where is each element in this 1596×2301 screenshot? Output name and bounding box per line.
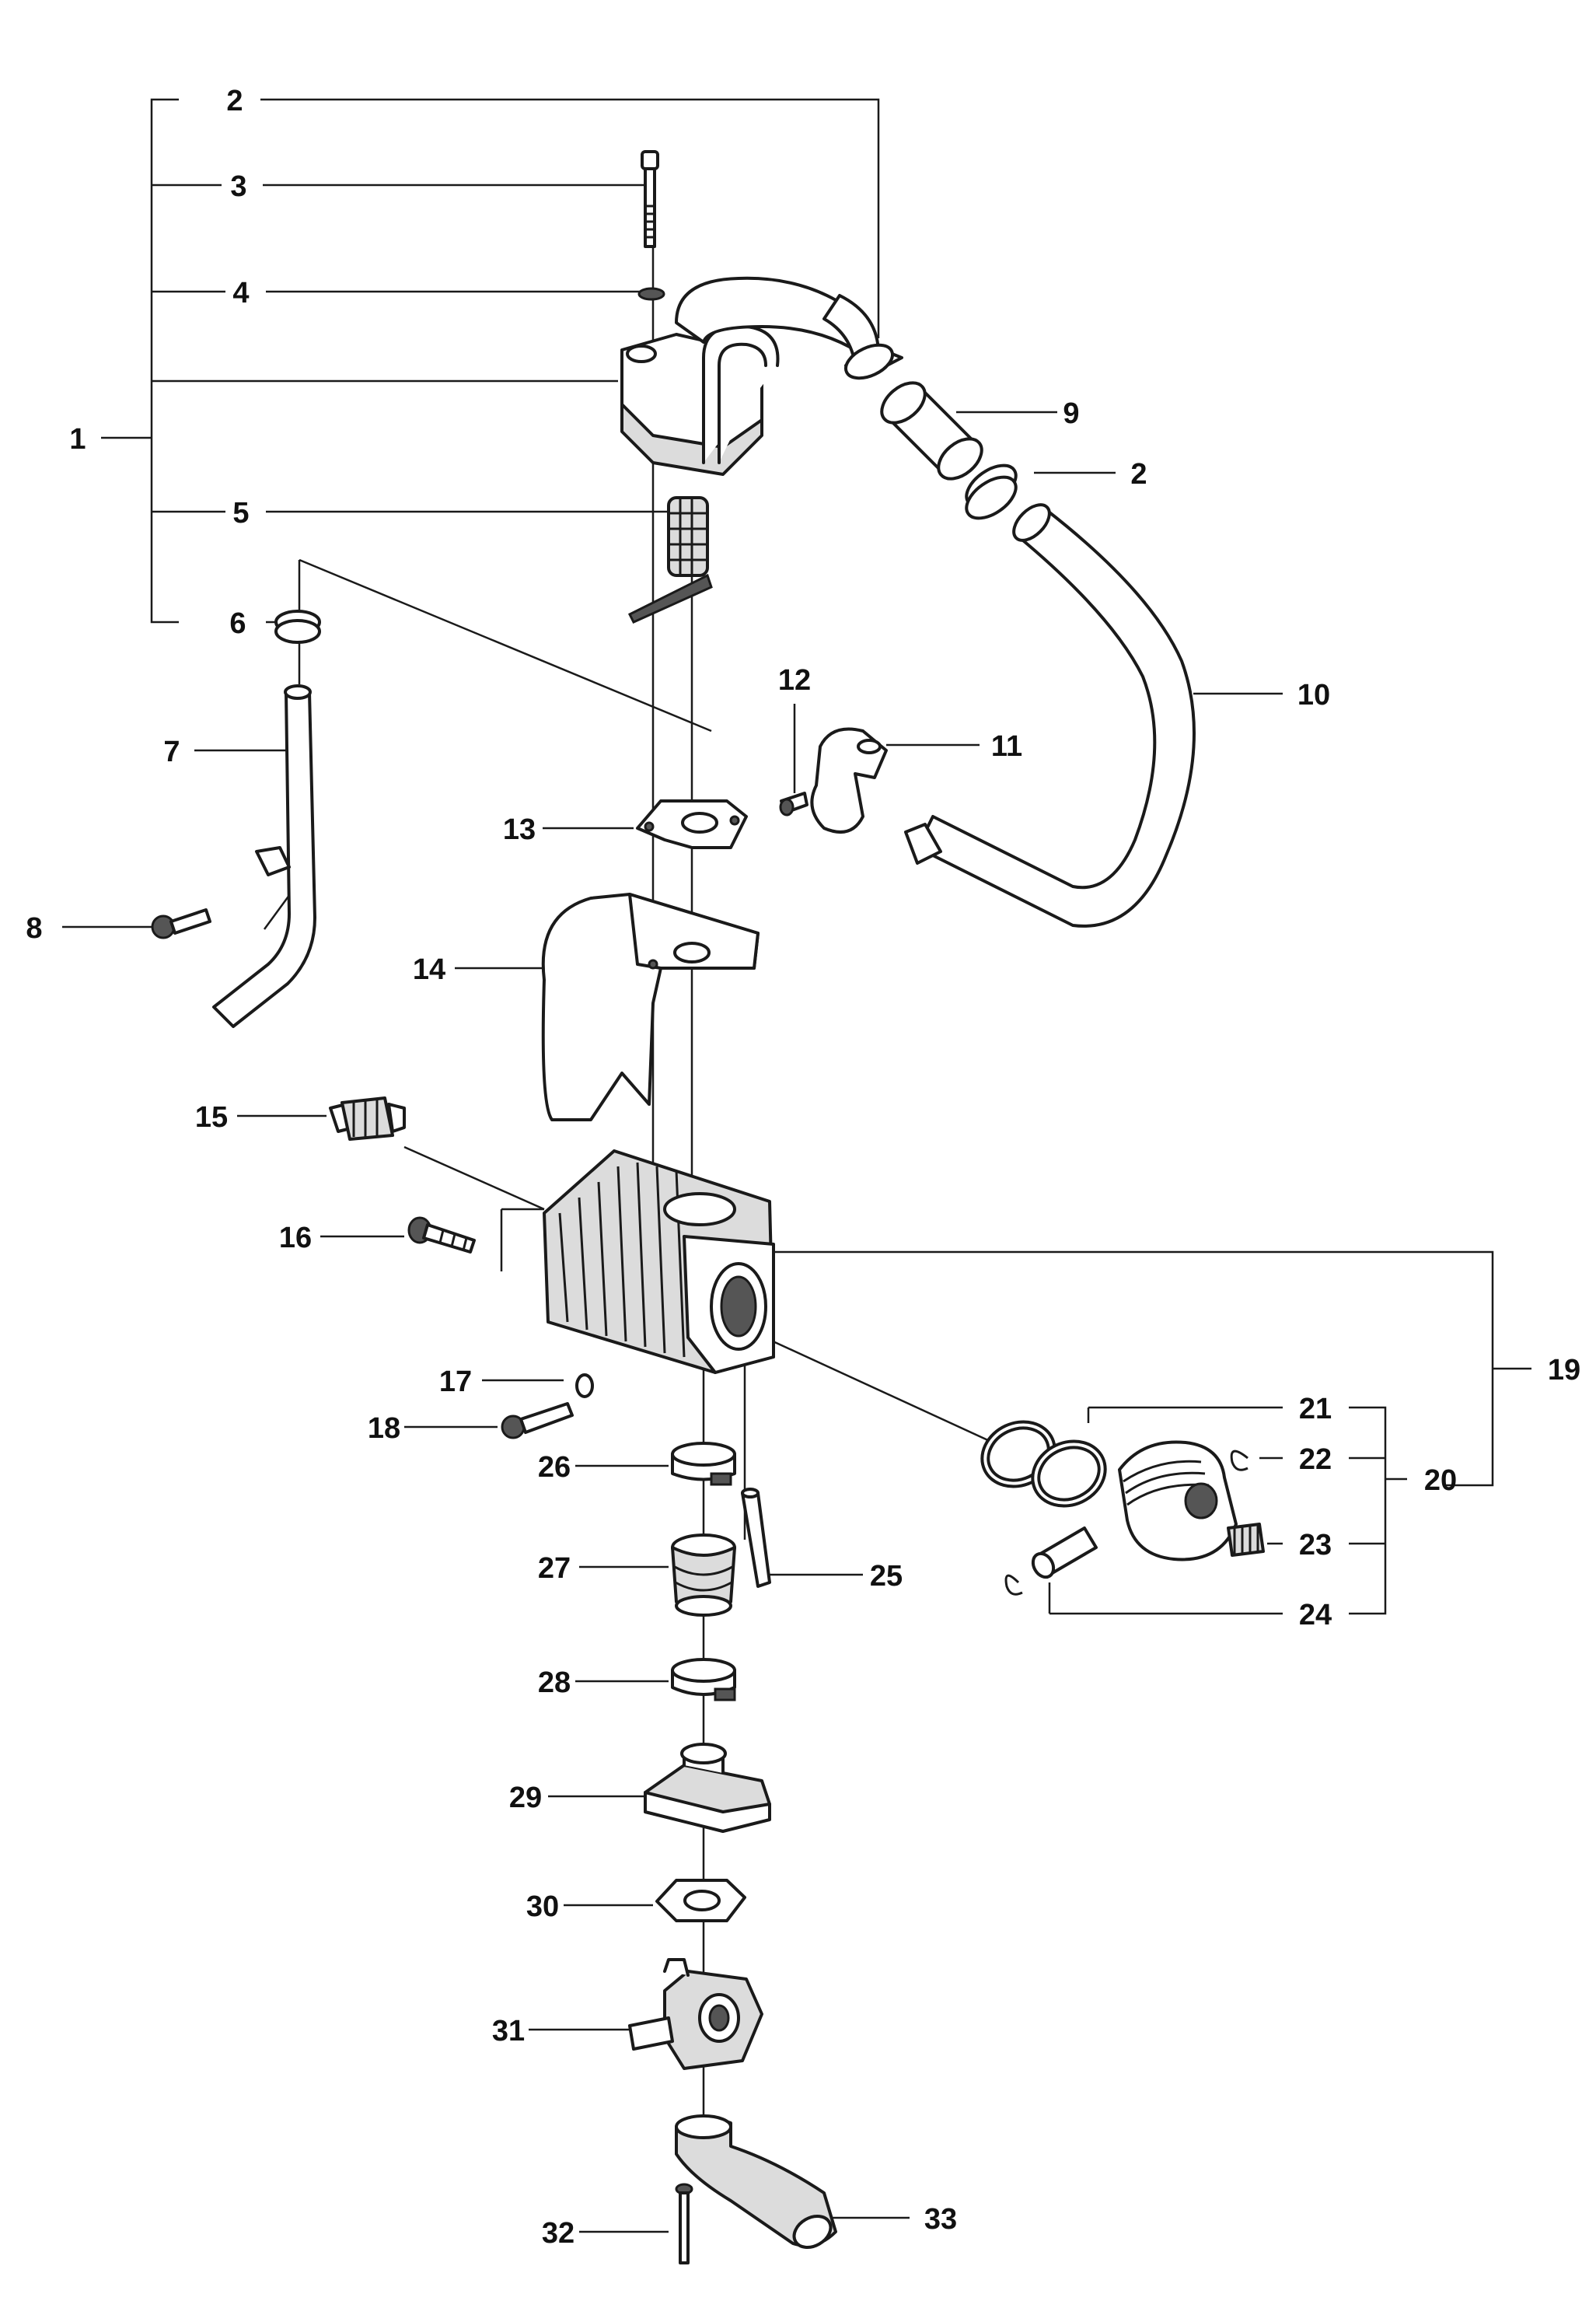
gasket-part-13 <box>636 799 748 849</box>
hose-part-25 <box>741 1488 771 1588</box>
label-2-top: 2 <box>226 85 243 117</box>
label-19: 19 <box>1548 1354 1580 1387</box>
intake-flange-part-29 <box>644 1743 771 1833</box>
handle-part-10 <box>904 503 1196 928</box>
bracket-part-11 <box>810 727 888 834</box>
leader-lines <box>62 98 1531 2233</box>
screen-part-5 <box>627 496 713 624</box>
label-13: 13 <box>503 813 536 846</box>
label-31: 31 <box>492 2015 525 2047</box>
washer-part-17 <box>575 1373 594 1398</box>
label-7: 7 <box>163 736 180 768</box>
label-14: 14 <box>413 953 445 986</box>
clamp-part-26 <box>671 1442 736 1486</box>
heat-shield-part-14 <box>541 893 760 1121</box>
piston-part-20 <box>1118 1440 1238 1561</box>
muffler-part-1 <box>620 276 880 476</box>
label-25: 25 <box>870 1560 903 1593</box>
label-11: 11 <box>991 730 1022 763</box>
carburetor-part-31 <box>628 1958 763 2070</box>
label-23: 23 <box>1299 1529 1332 1561</box>
clamp-part-28 <box>671 1658 736 1701</box>
label-18: 18 <box>368 1412 400 1445</box>
gasket-part-30 <box>655 1879 746 1922</box>
label-1: 1 <box>69 423 86 456</box>
sleeve-part-9 <box>880 381 983 481</box>
label-17: 17 <box>439 1366 472 1398</box>
label-3: 3 <box>230 170 246 203</box>
screw-part-8 <box>151 908 211 939</box>
label-8: 8 <box>26 912 42 945</box>
label-22: 22 <box>1299 1443 1332 1476</box>
parts <box>151 150 1265 2264</box>
label-6: 6 <box>229 607 246 640</box>
tube-part-7 <box>212 684 316 1028</box>
clip-part-6 <box>274 610 321 644</box>
circlip-part-22 <box>1230 1449 1249 1471</box>
clamp-part-2-right <box>965 463 1018 520</box>
intake-boot-part-27 <box>671 1533 736 1617</box>
washer-part-4 <box>637 287 665 301</box>
label-10: 10 <box>1297 679 1330 712</box>
label-21: 21 <box>1299 1393 1332 1425</box>
label-12: 12 <box>778 664 811 697</box>
callout-labels: 1 2 3 4 5 6 7 8 9 2 10 11 12 13 14 15 16… <box>26 85 1580 2250</box>
label-5: 5 <box>232 497 249 530</box>
intake-elbow-part-33 <box>675 2114 837 2249</box>
spark-plug-part-15 <box>329 1096 406 1141</box>
bearing-part-23 <box>1227 1523 1265 1557</box>
label-16: 16 <box>279 1222 312 1254</box>
clamp-part-2-top <box>844 343 903 380</box>
label-15: 15 <box>195 1101 228 1134</box>
label-30: 30 <box>526 1890 559 1923</box>
bolt-part-16 <box>407 1216 476 1254</box>
label-26: 26 <box>538 1451 571 1484</box>
label-2-right: 2 <box>1130 458 1147 491</box>
piston-rings-part-21 <box>980 1420 1107 1508</box>
screw-part-32 <box>675 2183 693 2264</box>
bolt-part-3 <box>641 150 659 248</box>
label-20: 20 <box>1424 1464 1457 1497</box>
bolt-part-18 <box>501 1402 574 1439</box>
label-28: 28 <box>538 1666 571 1699</box>
label-32: 32 <box>542 2217 574 2250</box>
label-9: 9 <box>1063 397 1079 430</box>
label-27: 27 <box>538 1552 571 1585</box>
label-29: 29 <box>509 1782 542 1814</box>
screw-part-12 <box>779 792 808 817</box>
piston-pin-part-24 <box>1004 1526 1098 1596</box>
cylinder-part-19 <box>543 1149 775 1374</box>
label-33: 33 <box>924 2203 957 2236</box>
label-4: 4 <box>232 277 249 309</box>
label-24: 24 <box>1299 1599 1332 1631</box>
